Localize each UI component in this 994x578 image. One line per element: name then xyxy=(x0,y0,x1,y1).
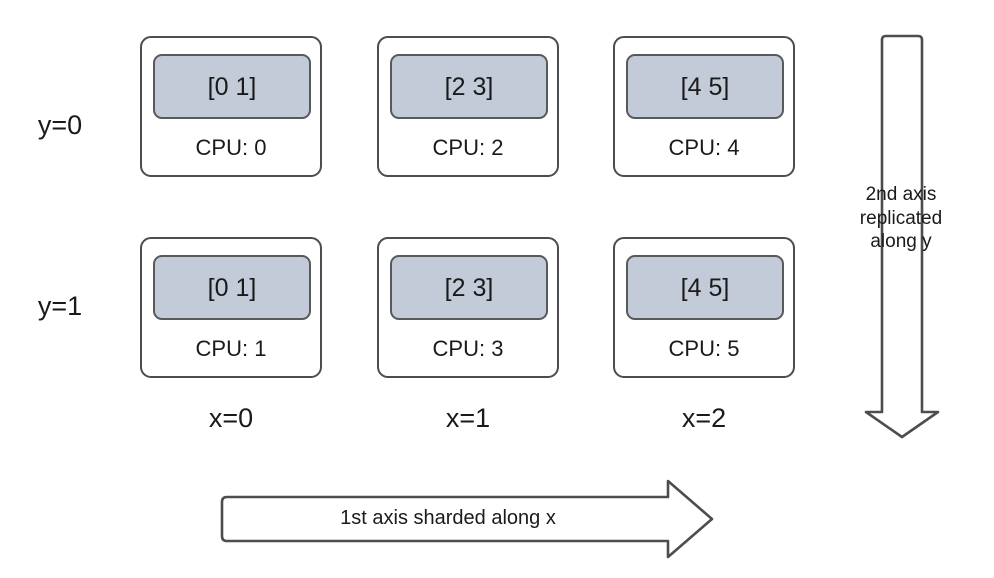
vertical-arrow-caption: 2nd axis replicated along y xyxy=(831,183,971,254)
shard-label: [4 5] xyxy=(680,72,730,101)
shard-label: [0 1] xyxy=(207,273,257,302)
cpu-label: CPU: 1 xyxy=(195,336,267,361)
device-cell-x2-y1[interactable]: [4 5] CPU: 5 xyxy=(613,237,795,378)
shard-box: [2 3] xyxy=(390,255,548,320)
shard-label: [2 3] xyxy=(444,72,494,101)
device-cell-x0-y0[interactable]: [0 1] CPU: 0 xyxy=(140,36,322,177)
cpu-label: CPU: 5 xyxy=(668,336,740,361)
vertical-arrow-caption-line2: replicated xyxy=(859,207,943,229)
shard-box: [4 5] xyxy=(626,54,784,119)
vertical-arrow-caption-line3: along y xyxy=(870,231,932,252)
shard-box: [0 1] xyxy=(153,54,311,119)
cpu-label: CPU: 3 xyxy=(432,336,504,361)
shard-label: [0 1] xyxy=(207,72,257,101)
cpu-label: CPU: 4 xyxy=(668,135,740,160)
device-cell-x2-y0[interactable]: [4 5] CPU: 4 xyxy=(613,36,795,177)
row-label-y1: y=1 xyxy=(37,291,83,321)
col-label-x2: x=2 xyxy=(681,403,727,433)
horizontal-arrow-caption: 1st axis sharded along x xyxy=(340,507,556,529)
col-label-x0: x=0 xyxy=(208,403,254,433)
shard-box: [2 3] xyxy=(390,54,548,119)
cpu-label: CPU: 0 xyxy=(195,135,267,160)
cpu-label: CPU: 2 xyxy=(432,135,504,160)
vertical-arrow-caption-line1: 2nd axis xyxy=(865,184,937,205)
row-label-y0: y=0 xyxy=(37,110,83,140)
shard-box: [0 1] xyxy=(153,255,311,320)
device-cell-x1-y1[interactable]: [2 3] CPU: 3 xyxy=(377,237,559,378)
shard-label: [4 5] xyxy=(680,273,730,302)
device-cell-x0-y1[interactable]: [0 1] CPU: 1 xyxy=(140,237,322,378)
device-cell-x1-y0[interactable]: [2 3] CPU: 2 xyxy=(377,36,559,177)
shard-label: [2 3] xyxy=(444,273,494,302)
shard-box: [4 5] xyxy=(626,255,784,320)
col-label-x1: x=1 xyxy=(445,403,491,433)
